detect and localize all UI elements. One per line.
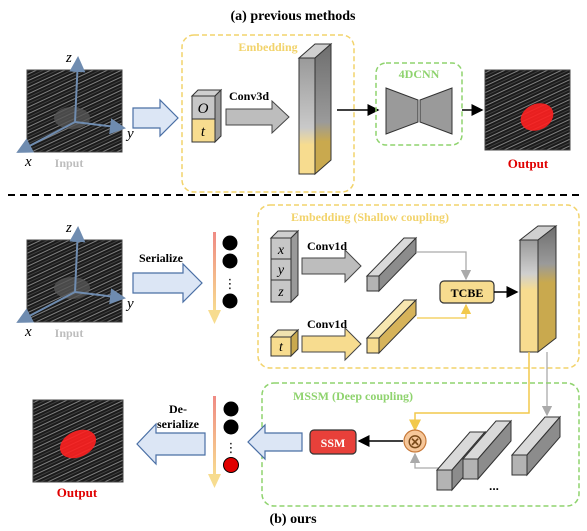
top-input-label: Input <box>55 156 84 170</box>
bottom-title: (b) ours <box>269 512 317 527</box>
mssm-label: MSSM (Deep coupling) <box>293 389 413 403</box>
top-token-block <box>190 88 223 144</box>
top-output-label: Output <box>508 156 549 171</box>
time-feature-bar <box>365 298 418 355</box>
bottom-axis-y: y <box>125 296 134 312</box>
top-cnn-label: 4DCNN <box>399 67 440 81</box>
bars-ellipsis: ... <box>489 479 499 493</box>
mssm-box <box>261 382 580 507</box>
top-token-o: O <box>198 101 209 117</box>
top-title: (a) previous methods <box>231 9 357 24</box>
conv1d-label-1: Conv1d <box>307 239 347 253</box>
ssm-label: SSM <box>321 436 346 450</box>
top-embedding-block <box>297 42 333 176</box>
top-output-pointcloud <box>484 69 571 151</box>
bars-to-otimes-arrow <box>409 452 440 469</box>
coord-feature-bar <box>365 236 418 293</box>
top-conv3d-arrow <box>225 99 290 135</box>
conv1d-label-2: Conv1d <box>307 317 347 331</box>
conv1d-arrow-1 <box>301 248 362 284</box>
time-to-tcbe-arrow <box>417 303 472 319</box>
ssm-block <box>309 429 357 455</box>
bottom-output-pointcloud <box>32 399 124 483</box>
deserialize-label-2: serialize <box>157 417 200 431</box>
top-axis-z: z <box>65 50 72 66</box>
bottom-output-label: Output <box>57 485 98 500</box>
coord-to-tcbe-arrow <box>417 251 472 281</box>
serialized-sequence-bottom <box>208 396 239 488</box>
otimes-symbol: ⊗ <box>407 431 424 453</box>
deserialize-arrow <box>136 422 206 466</box>
bottom-axes <box>16 226 126 323</box>
top-token-t: t <box>201 124 206 140</box>
shallow-embedding-box <box>257 204 580 369</box>
top-conv3d-label: Conv3d <box>229 89 269 103</box>
serialized-dots: ⋮ <box>224 276 237 291</box>
top-embedding-label: Embedding <box>238 40 297 54</box>
top-input-arrow <box>132 98 179 138</box>
coord-z: z <box>277 285 284 300</box>
otimes-circle <box>403 429 427 453</box>
coord-x: x <box>277 243 285 258</box>
output-sequence-dots: ⋮ <box>225 440 238 455</box>
time-t: t <box>279 340 284 355</box>
top-cnn-shape <box>385 87 453 135</box>
top-axes <box>16 56 126 153</box>
conv1d-arrow-2 <box>301 326 362 362</box>
tcbe-label: TCBE <box>451 286 484 300</box>
serialize-arrow <box>132 262 203 304</box>
coord-y: y <box>276 263 285 278</box>
deserialize-label-1: De- <box>169 402 187 416</box>
embedding-to-otimes-arrow <box>409 352 530 432</box>
shallow-embedding-block <box>518 224 558 354</box>
serialize-label: Serialize <box>139 251 184 265</box>
bottom-axis-z: z <box>65 220 72 236</box>
bottom-input-label: Input <box>55 326 84 340</box>
bottom-axis-x: x <box>24 324 32 340</box>
ssm-to-sequence-arrow <box>247 423 303 461</box>
top-axis-y: y <box>125 126 134 142</box>
shallow-embedding-label: Embedding (Shallow coupling) <box>291 210 449 224</box>
top-cnn-box <box>375 62 463 146</box>
top-axis-x: x <box>24 154 32 170</box>
top-embedding-box <box>181 34 355 193</box>
time-token-block <box>269 328 300 358</box>
xyz-token-block <box>269 229 300 304</box>
serialized-sequence-top <box>208 232 238 324</box>
mssm-feature-bars <box>435 415 562 492</box>
